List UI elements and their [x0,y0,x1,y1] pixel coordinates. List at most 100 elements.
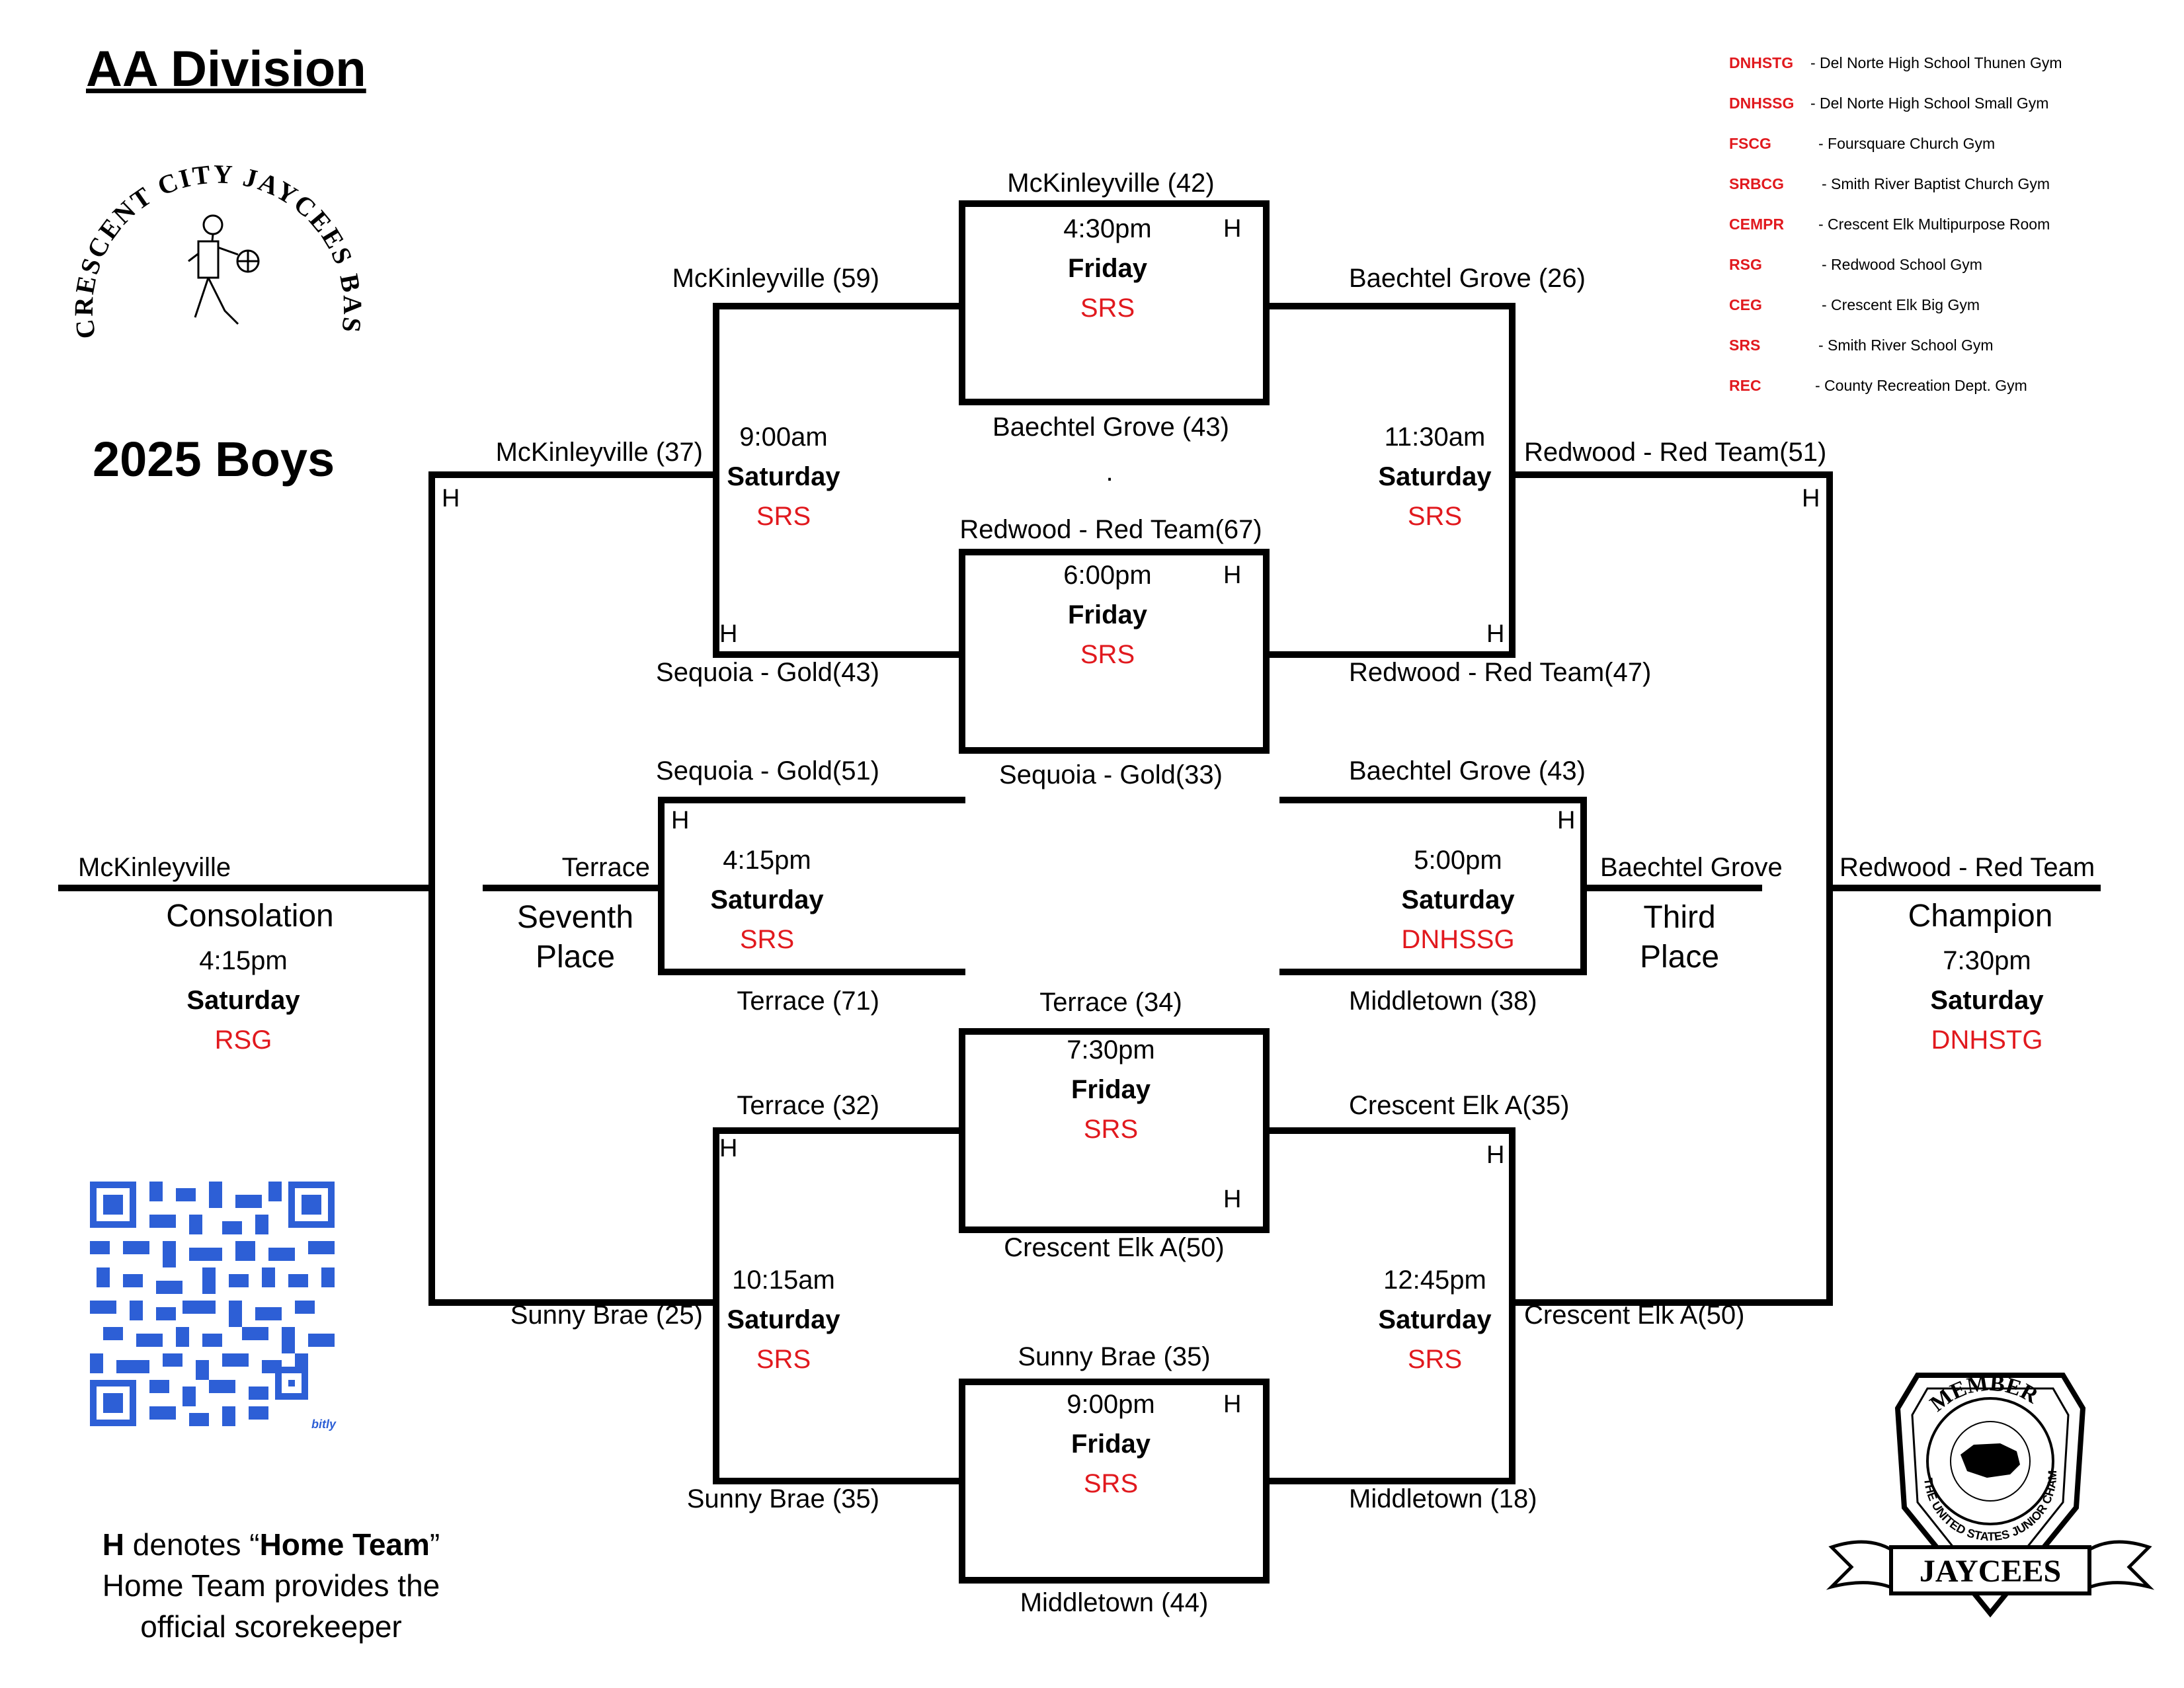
game-site: SRS [1080,294,1135,323]
game-day: Saturday [186,986,300,1015]
legend-desc: - Smith River School Gym [1818,337,1994,354]
game-day: Friday [1071,1075,1151,1104]
team-label: Baechtel Grove (43) [992,413,1229,442]
game-time: 9:00pm [1067,1390,1155,1419]
game-day: Saturday [1378,462,1492,491]
team-label: Middletown (38) [1349,986,1537,1016]
badge-name-text: JAYCEES [1920,1554,2061,1589]
game-day: Saturday [727,462,840,491]
team-label: Terrace (71) [737,986,879,1016]
game-day: Friday [1067,600,1148,629]
consolation-title: Consolation [166,899,334,934]
home-marker: H [1223,215,1242,243]
home-team-note: H denotes “Home Team” Home Team provides… [102,1524,440,1647]
team-label: Middletown (44) [1020,1588,1209,1617]
game-day: Saturday [727,1305,840,1334]
home-marker: H [1802,485,1820,512]
legend-code: RSG [1729,256,1762,273]
third-title: Place [1639,940,1720,975]
team-label: Sunny Brae (35) [686,1484,879,1513]
game-day: Friday [1071,1429,1151,1459]
team-label: Baechtel Grove (43) [1349,756,1586,785]
seventh-winner: Terrace [561,853,650,882]
team-label: McKinleyville (59) [672,264,879,293]
team-label: Sunny Brae (25) [510,1301,703,1330]
game-time: 7:30pm [1943,946,2031,975]
game-site: DNHSTG [1931,1025,2043,1055]
legend-code: CEG [1729,296,1762,313]
legend-desc: - Smith River Baptist Church Gym [1822,175,2050,192]
game-site: RSG [214,1025,272,1055]
game-site: SRS [739,925,795,954]
third-winner: Baechtel Grove [1600,853,1783,882]
home-marker: H [1557,807,1576,834]
team-label: Redwood - Red Team(47) [1349,658,1652,687]
home-marker: H [1486,1141,1505,1169]
game-site: SRS [1407,502,1463,531]
team-label: Terrace (34) [1039,988,1182,1017]
home-marker: H [1486,620,1505,648]
legend-desc: - Foursquare Church Gym [1818,135,1996,152]
game-site: SRS [1080,640,1135,669]
game-time: 11:30am [1384,422,1486,452]
team-label: Sequoia - Gold(33) [999,760,1223,789]
game-site: SRS [1083,1469,1139,1498]
game-time: 12:45pm [1383,1266,1486,1295]
note-quote: ” [429,1527,440,1562]
legend-desc: - Crescent Elk Multipurpose Room [1818,216,2050,233]
home-marker: H [719,1135,738,1162]
game-day: Saturday [1378,1305,1492,1334]
season-label: 2025 Boys [93,432,335,487]
game-site: SRS [756,1345,811,1374]
legend-code: REC [1729,377,1761,394]
game-time: 5:00pm [1414,846,1502,875]
dot-mark: . [1106,458,1113,487]
team-label: Sequoia - Gold(51) [656,756,879,785]
team-label: Sunny Brae (35) [1018,1342,1211,1371]
note-text: denotes “ [124,1527,260,1562]
team-label: Redwood - Red Team(67) [959,515,1262,544]
jaycees-member-badge: MEMBER THE UNITED STATES JUNIOR CHAMBER … [1820,1338,2156,1640]
svg-text:CRESCENT CITY JAYCEES BASKETBA: CRESCENT CITY JAYCEES BASKETBALL TOURNAM… [40,119,368,341]
legend-desc: - Del Norte High School Thunen Gym [1810,54,2062,71]
team-label: Crescent Elk A(35) [1349,1091,1570,1120]
team-label: Redwood - Red Team(51) [1524,438,1827,467]
game-site: DNHSSG [1401,925,1515,954]
note-line2: Home Team provides the [102,1568,440,1603]
team-label: Sequoia - Gold(43) [656,658,879,687]
champion-winner: Redwood - Red Team [1840,853,2095,882]
legend-code: CEMPR [1729,216,1785,233]
home-marker: H [719,620,738,648]
home-marker: H [1223,561,1242,589]
home-marker: H [671,807,690,834]
game-site: SRS [756,502,811,531]
game-day: Saturday [1401,885,1515,914]
team-label: Crescent Elk A(50) [1004,1233,1225,1262]
note-line3: official scorekeeper [140,1609,402,1644]
legend-code: DNHSSG [1729,95,1795,112]
logo-arc-text: CRESCENT CITY JAYCEES BASKETBALL TOURNAM… [26,95,366,341]
game-day: Saturday [710,885,824,914]
team-label: Terrace (32) [737,1091,879,1120]
game-time: 4:15pm [723,846,811,875]
legend-code: SRS [1729,337,1761,354]
team-label: McKinleyville (42) [1007,169,1215,198]
legend-desc: - Redwood School Gym [1822,256,1982,273]
qr-brand: bitly [311,1418,336,1431]
legend-desc: - Crescent Elk Big Gym [1822,296,1980,313]
game-time: 10:15am [732,1266,835,1295]
legend-desc: - Del Norte High School Small Gym [1810,95,2049,112]
game-site: SRS [1083,1115,1139,1144]
legend-code: FSCG [1729,135,1771,152]
home-marker: H [1223,1186,1242,1213]
legend-code: SRBCG [1729,175,1785,192]
game-time: 4:15pm [199,946,288,975]
game-site: SRS [1407,1345,1463,1374]
consolation-winner: McKinleyville [78,853,231,882]
qr-code[interactable]: bitly [90,1182,336,1431]
game-day: Friday [1067,254,1148,283]
home-marker: H [442,485,460,512]
game-day: Saturday [1930,986,2044,1015]
division-title: AA Division [86,41,366,97]
